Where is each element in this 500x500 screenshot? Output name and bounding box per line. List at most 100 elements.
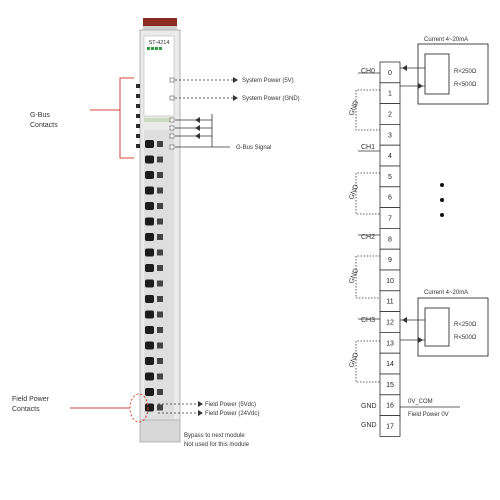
module-terminal-hole: [157, 218, 163, 225]
module-terminal-hole: [157, 311, 163, 318]
module-terminal-screw: [145, 264, 154, 272]
terminal-number: 6: [388, 195, 392, 202]
terminal-number: 13: [386, 340, 394, 347]
gbus-signal-lines: [175, 114, 230, 148]
gbus-contacts-callout: G-Bus Contacts: [30, 77, 134, 159]
gnd-label-1: GND: [348, 100, 360, 117]
field-power-contacts-label-line1: Field Power: [12, 396, 50, 403]
module-terminal-hole: [157, 187, 163, 194]
terminal-number: 16: [386, 403, 394, 410]
module-terminal-screw: [145, 279, 154, 288]
field-power-24v-label: Field Power (24Vdc): [205, 411, 259, 417]
ch2-label: CH2: [361, 234, 375, 241]
ch0-label: CH0: [361, 68, 375, 75]
field-power-contacts-label-line2: Contacts: [12, 406, 40, 413]
module-terminal-hole: [157, 342, 163, 349]
resistor-500-ch0: R<500Ω: [454, 82, 477, 88]
terminal-number: 10: [386, 278, 394, 285]
module-terminal-hole: [157, 358, 163, 364]
ch1-label: CH1: [361, 144, 375, 151]
module-terminal-hole: [157, 373, 163, 380]
module-terminal-screw: [145, 248, 154, 257]
terminal-number: 0: [388, 70, 392, 77]
gbus-contacts-label-line1: G-Bus: [30, 112, 50, 119]
terminal-number: 15: [386, 382, 394, 389]
com-wiring: [399, 406, 460, 422]
gbus-contacts-label-line2: Contacts: [30, 122, 58, 129]
module-terminal-hole: [157, 280, 163, 287]
terminal-number: 9: [388, 257, 392, 264]
not-used-label: Not used for this module: [184, 442, 250, 448]
module-terminal-screw: [145, 202, 154, 210]
module-terminal-hole: [157, 156, 163, 163]
terminal-number: 4: [388, 153, 392, 160]
system-power-lines: [175, 77, 238, 101]
module-terminal-screw: [145, 295, 154, 303]
module-terminal-screw: [145, 310, 154, 319]
module-terminal-screw: [145, 357, 154, 365]
resistor-250-ch3: R<250Ω: [454, 322, 477, 328]
terminal-number: 14: [386, 361, 394, 368]
gnd-label-17: GND: [361, 422, 377, 429]
terminal-number: 17: [386, 424, 394, 431]
current-source-ch0: [400, 43, 489, 105]
terminal-number: 11: [386, 299, 393, 306]
module-terminal-hole: [157, 404, 163, 411]
field-power-0v-label: Field Power 0V: [408, 412, 449, 418]
gnd-label-2: GND: [348, 184, 360, 201]
module-terminal-hole: [157, 203, 163, 209]
terminal-number: 5: [388, 174, 392, 181]
module-terminal-screw: [145, 326, 154, 334]
terminal-cell: [379, 415, 401, 437]
module-terminal-hole: [157, 234, 163, 240]
terminal-number: 8: [388, 236, 392, 243]
gnd-wiring: [355, 72, 380, 383]
gbus-signal-label: G-Bus Signal: [236, 145, 271, 151]
module-terminal-screw: [145, 186, 154, 195]
module-terminal-hole: [157, 389, 163, 395]
terminal-number: 2: [388, 112, 392, 119]
module-terminals: [145, 140, 163, 412]
module-terminal-screw: [145, 341, 154, 350]
ellipsis-dots: [440, 183, 444, 217]
module-terminal-screw: [145, 171, 154, 179]
module-part-number: ST-4214: [149, 40, 170, 46]
module-terminal-screw: [145, 140, 154, 148]
field-power-5v-label: Field Power (5Vdc): [205, 402, 256, 408]
gnd-label-3: GND: [348, 268, 360, 285]
module-terminal-screw: [145, 155, 154, 164]
resistor-250-ch0: R<250Ω: [454, 69, 477, 75]
gnd-label-16: GND: [361, 403, 377, 410]
module-terminal-hole: [157, 327, 163, 333]
ch3-label: CH3: [361, 317, 375, 324]
module-terminal-screw: [145, 403, 154, 412]
module-terminal-hole: [157, 265, 163, 271]
field-power-contacts-callout: Field Power Contacts: [12, 393, 149, 423]
terminal-number: 12: [386, 320, 394, 327]
field-power-lines: [158, 401, 203, 416]
bypass-label: Bypass to next module: [184, 433, 245, 439]
gnd-label-4: GND: [348, 352, 360, 369]
gbus-contact-pins: [136, 84, 140, 148]
module-terminal-screw: [145, 372, 154, 381]
current-label-ch3: Current 4~20mA: [424, 290, 468, 296]
module-terminal-hole: [157, 249, 163, 256]
terminal-number: 3: [388, 132, 392, 139]
system-power-5v-label: System Power (5V): [242, 78, 294, 84]
module-terminal-hole: [157, 141, 163, 147]
module-terminal-hole: [157, 172, 163, 178]
system-contact-pins: [169, 77, 175, 150]
module-terminal-hole: [157, 296, 163, 302]
current-label-ch0: Current 4~20mA: [424, 37, 468, 43]
com-label: 0V_COM: [408, 399, 433, 405]
module-terminal-screw: [145, 388, 154, 396]
current-source-ch3: [400, 297, 489, 357]
module-terminal-screw: [145, 217, 154, 226]
resistor-500-ch3: R<500Ω: [454, 335, 477, 341]
terminal-number: 1: [388, 91, 392, 98]
system-power-gnd-label: System Power (GND): [242, 96, 300, 102]
module-terminal-screw: [145, 233, 154, 241]
terminal-number: 7: [388, 216, 392, 223]
